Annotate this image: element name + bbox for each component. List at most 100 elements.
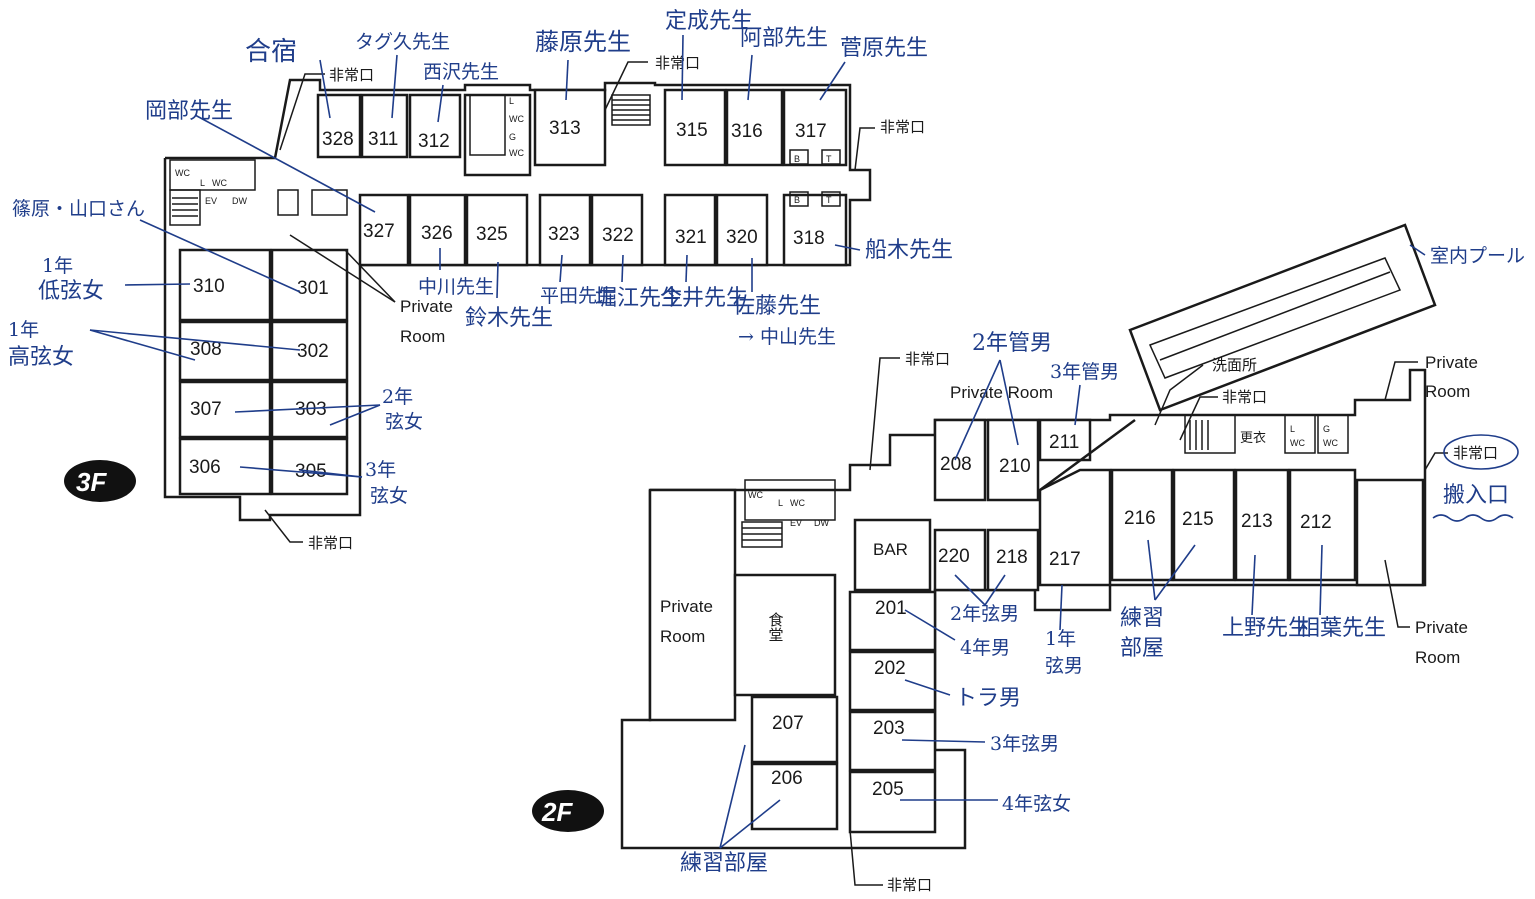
- room-number: 323: [548, 224, 580, 245]
- note-ueno: 上野先生: [1222, 616, 1310, 641]
- room-number: 310: [193, 276, 225, 297]
- room-number: 205: [872, 779, 904, 800]
- changing-room-label: 更衣: [1240, 430, 1266, 446]
- facility-label: G: [1323, 424, 1330, 434]
- emergency-exit-label: 非常口: [880, 118, 925, 136]
- private-room-label: Private Room: [950, 383, 1053, 402]
- room-number: 306: [189, 457, 221, 478]
- room-number: 215: [1182, 509, 1214, 530]
- note-nishizawa: 西沢先生: [423, 61, 499, 83]
- note-girls2-2: 弦女: [385, 411, 423, 433]
- room-number: 301: [297, 278, 329, 299]
- facility-label: DW: [814, 518, 829, 528]
- floor-badge-3f: [64, 460, 136, 502]
- note-hirata: 平田先生: [540, 285, 616, 307]
- room-number: 317: [795, 121, 827, 142]
- note-low-girls-1: 1年: [42, 255, 73, 277]
- floor-3-plan: WC L WC G WC L WC EV DW B T B T 328 311 …: [64, 54, 925, 552]
- note-practice1-1: 練習: [1120, 606, 1164, 631]
- room-number: 208: [940, 454, 972, 475]
- private-room-label: Private: [1415, 618, 1468, 637]
- room-number: 320: [726, 227, 758, 248]
- note-shinohara: 篠原・山口さん: [12, 198, 145, 220]
- room-number: 216: [1124, 508, 1156, 529]
- dining-label: 食堂: [767, 612, 784, 642]
- note-boys2: 2年弦男: [950, 603, 1019, 625]
- note-abe: 阿部先生: [740, 26, 828, 51]
- note-boys1-1: 1年: [1045, 628, 1076, 650]
- facility-label: EV: [205, 196, 217, 206]
- emergency-exit-label: 非常口: [308, 534, 353, 552]
- note-gasshuku: 合宿: [245, 37, 297, 67]
- room-number: 210: [999, 456, 1031, 477]
- room-number: 207: [772, 713, 804, 734]
- facility-label: L: [509, 96, 514, 106]
- room-number: 213: [1241, 511, 1273, 532]
- room-number: 203: [873, 718, 905, 739]
- note-boys4: 4年男: [960, 637, 1010, 659]
- facility-label: G: [509, 132, 516, 142]
- note-tagu: タグ久先生: [355, 31, 450, 53]
- room-number: 312: [418, 131, 450, 152]
- note-horie: 堀江先生: [595, 286, 683, 311]
- room-number: 206: [771, 768, 803, 789]
- facility-label: B: [794, 154, 800, 164]
- floor-badge-text: 2F: [541, 797, 573, 827]
- room-number: 325: [476, 224, 508, 245]
- floor-badge-text: 3F: [76, 467, 107, 497]
- room-number: 308: [190, 339, 222, 360]
- emergency-exit-label: 非常口: [887, 876, 932, 894]
- floor-badge-2f: [532, 790, 604, 832]
- room-number: 311: [368, 129, 398, 150]
- facility-label: WC: [212, 178, 227, 188]
- emergency-exit-label: 非常口: [1222, 388, 1267, 406]
- note-tora: トラ男: [955, 686, 1021, 711]
- facility-label: WC: [790, 498, 805, 508]
- room-number: 327: [363, 221, 395, 242]
- svg-text:WC: WC: [175, 168, 190, 178]
- note-kan3: 3年管男: [1050, 361, 1119, 383]
- facility-label: L: [200, 178, 205, 188]
- room-number: 302: [297, 341, 329, 362]
- private-room-label: Room: [400, 327, 445, 346]
- room-number: 313: [549, 118, 581, 139]
- facility-label: WC: [509, 148, 524, 158]
- note-girls3-2: 弦女: [370, 485, 408, 507]
- room-number: 318: [793, 228, 825, 249]
- handwritten-notes-3f: 合宿 岡部先生 タグ久先生 西沢先生 藤原先生 定成先生 阿部先生 菅原先生 篠…: [8, 9, 953, 507]
- note-sadanari: 定成先生: [665, 9, 753, 34]
- emergency-exit-label: 非常口: [655, 54, 700, 72]
- facility-label: EV: [790, 518, 802, 528]
- room-number: 202: [874, 658, 906, 679]
- room-number: 326: [421, 223, 453, 244]
- note-practice1-2: 部屋: [1120, 636, 1164, 661]
- facility-label: DW: [232, 196, 247, 206]
- note-fujiwara: 藤原先生: [535, 28, 631, 56]
- private-room-label: Room: [660, 627, 705, 646]
- private-room-label: Room: [1415, 648, 1460, 667]
- note-high-girls-1: 1年: [8, 319, 39, 341]
- note-pool: 室内プール: [1430, 245, 1525, 267]
- note-girls2-1: 2年: [382, 386, 413, 408]
- note-sato: 佐藤先生: [733, 294, 821, 319]
- room-number: 220: [938, 546, 970, 567]
- room-number: 201: [875, 598, 907, 619]
- note-sugawara: 菅原先生: [840, 36, 928, 61]
- room-number: 328: [322, 129, 354, 150]
- private-room-label: Room: [1425, 382, 1470, 401]
- note-boys3: 3年弦男: [990, 733, 1059, 755]
- note-girls4: 4年弦女: [1002, 793, 1071, 815]
- note-girls3-1: 3年: [365, 459, 396, 481]
- emergency-exit-label: 非常口: [905, 350, 950, 368]
- floor-2-plan: WC L WC EV DW: [532, 223, 1519, 894]
- room-number: 307: [190, 399, 222, 420]
- facility-label: L: [778, 498, 783, 508]
- room-number: 217: [1049, 549, 1081, 570]
- room-number: 321: [675, 227, 707, 248]
- facility-label: B: [794, 195, 800, 205]
- underline-wave: [1432, 514, 1514, 522]
- note-nakagawa: 中川先生: [418, 276, 494, 298]
- facility-label: L: [1290, 424, 1295, 434]
- private-room-label: Private: [1425, 353, 1478, 372]
